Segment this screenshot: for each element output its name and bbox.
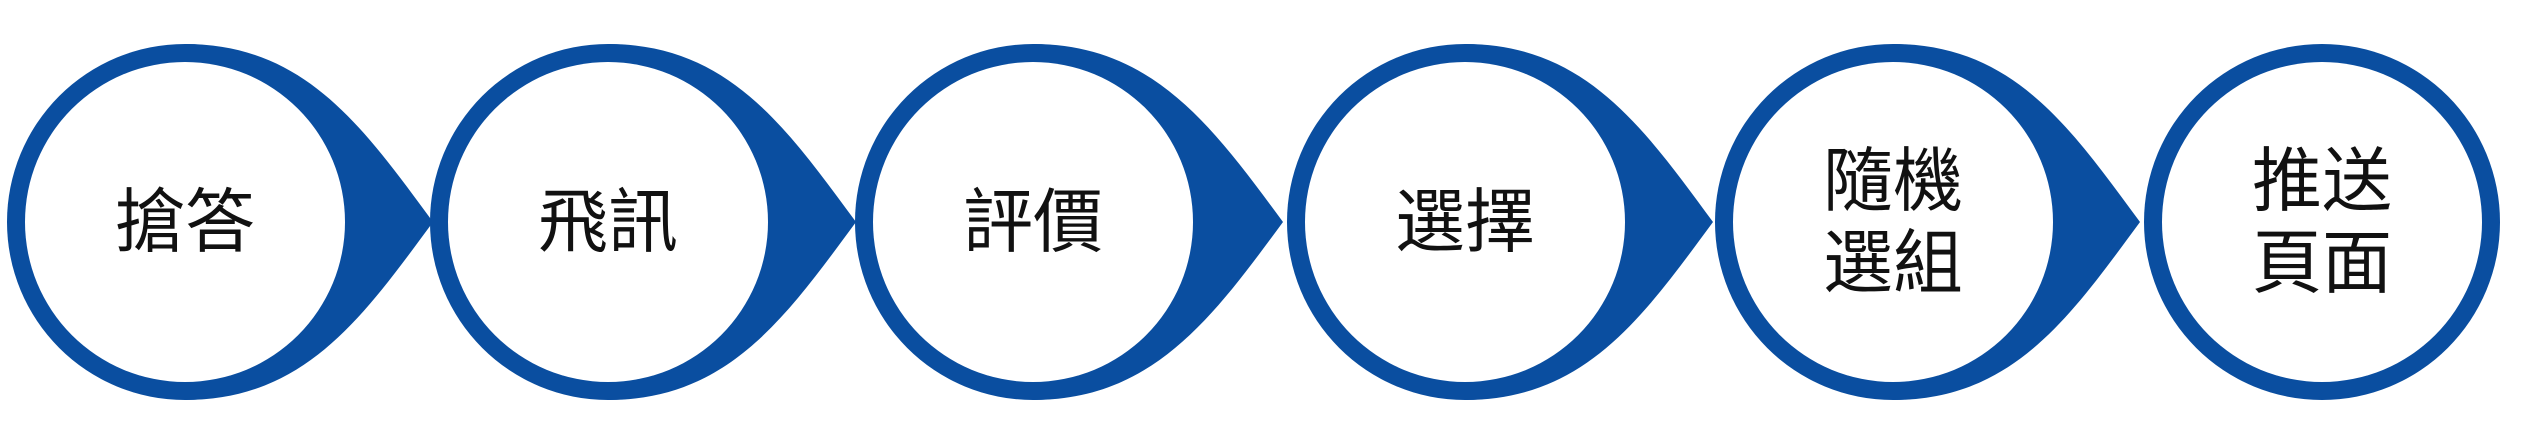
step-circle <box>1733 62 2053 382</box>
step-label: 推送 <box>2252 140 2392 222</box>
step-label: 選擇 <box>1395 181 1535 263</box>
step-label: 選組 <box>1823 222 1963 304</box>
step-label: 評價 <box>963 181 1103 263</box>
step-label: 隨機 <box>1823 140 1963 222</box>
step-circle <box>873 62 1193 382</box>
step-circle <box>1305 62 1625 382</box>
step-label: 頁面 <box>2252 222 2392 304</box>
step-node: 搶答 <box>7 44 433 400</box>
step-circle <box>25 62 345 382</box>
step-node: 選擇 <box>1287 44 1713 400</box>
step-node: 評價 <box>855 44 1283 400</box>
step-circle <box>448 62 768 382</box>
step-label: 飛訊 <box>538 181 678 263</box>
step-circle <box>2162 62 2482 382</box>
step-label: 搶答 <box>115 181 255 263</box>
step-node: 飛訊 <box>430 44 856 400</box>
